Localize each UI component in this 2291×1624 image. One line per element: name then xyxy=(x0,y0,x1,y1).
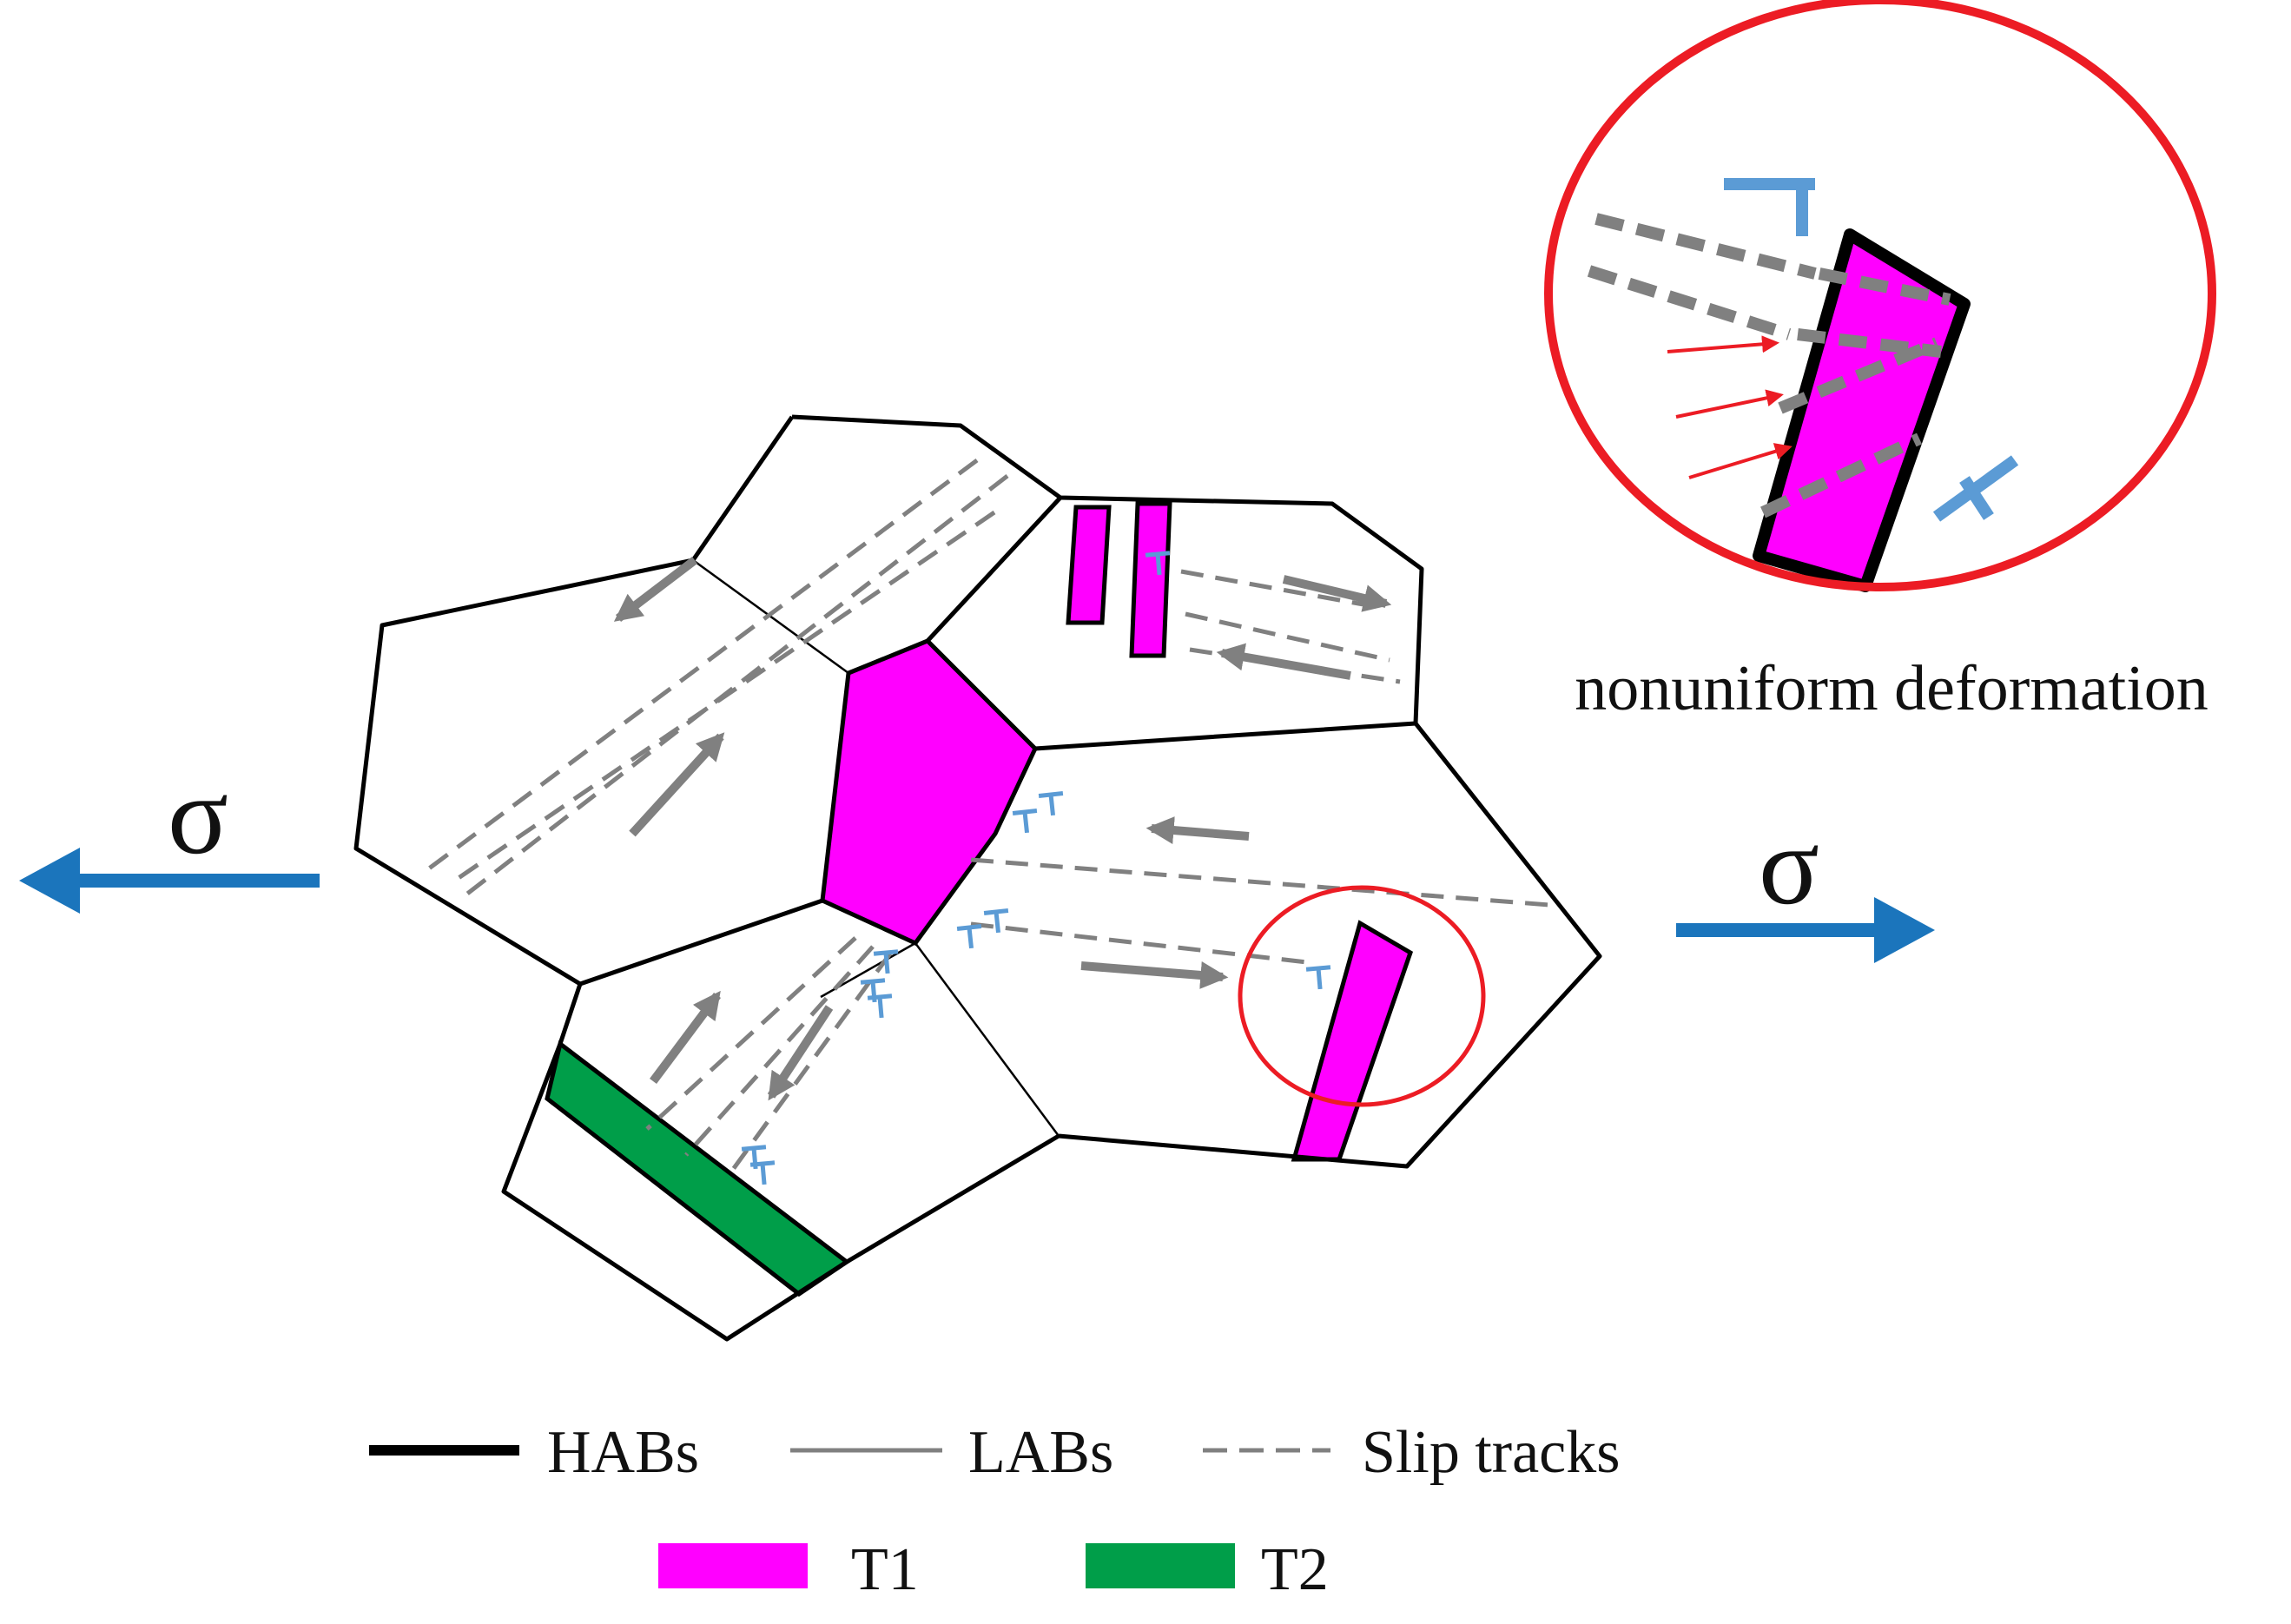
left-stress-arrow xyxy=(19,848,320,914)
shear-arrows xyxy=(613,557,1392,1101)
legend-label-habs: HABs xyxy=(547,1419,699,1486)
legend-swatch-t2 xyxy=(1086,1543,1235,1588)
legend-label-labs: LABs xyxy=(968,1419,1113,1486)
inset-red-arrows xyxy=(1667,335,1793,479)
left-sigma-label: σ xyxy=(168,753,228,878)
twin-t1-central-grain xyxy=(820,638,1039,947)
twin-t1-right-grain xyxy=(1291,920,1414,1162)
legend: HABs LABs Slip tracks T1 T2 xyxy=(369,1419,1620,1603)
legend-item-t1: T1 xyxy=(658,1536,919,1603)
legend-swatch-t1 xyxy=(658,1543,808,1588)
legend-item-habs: HABs xyxy=(369,1419,699,1486)
high-angle-boundaries xyxy=(353,414,1602,1342)
legend-label-t1: T1 xyxy=(851,1536,919,1603)
zoom-region-circle xyxy=(1238,885,1486,1107)
right-stress-arrow xyxy=(1676,897,1935,963)
right-sigma-label: σ xyxy=(1759,803,1819,928)
inset-red-circle xyxy=(1544,0,2216,591)
twin-t1-top-right-bar xyxy=(1129,501,1172,658)
inset-dislocations xyxy=(1724,178,2019,522)
legend-item-t2: T2 xyxy=(1086,1536,1329,1603)
legend-item-labs: LABs xyxy=(790,1419,1113,1486)
legend-label-slip: Slip tracks xyxy=(1362,1419,1620,1486)
inset-magnified-view: nonuniform deformation xyxy=(1544,0,2216,724)
legend-label-t2: T2 xyxy=(1261,1536,1329,1603)
inset-caption: nonuniform deformation xyxy=(1575,653,2208,724)
legend-item-slip: Slip tracks xyxy=(1203,1419,1620,1486)
twin-t1-top-left-bar xyxy=(1066,505,1112,625)
